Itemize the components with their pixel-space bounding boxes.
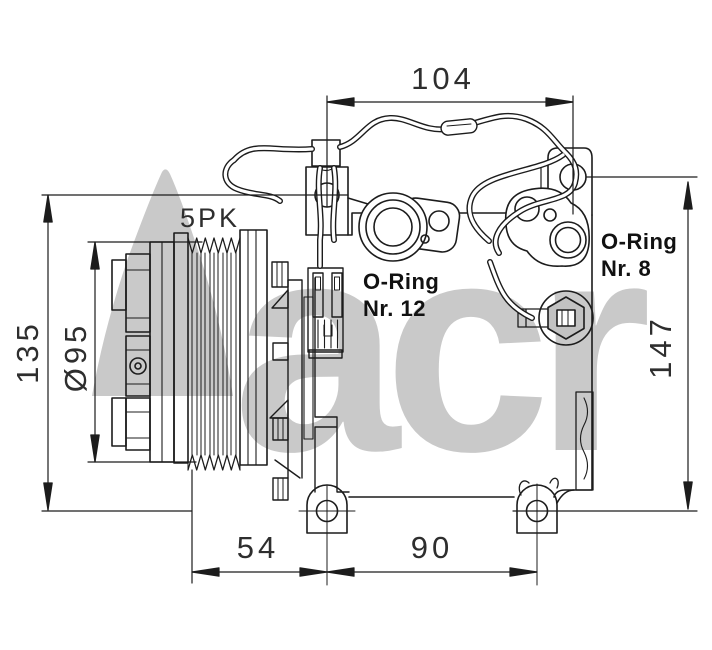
- fitting12-ring-outer: [358, 192, 428, 262]
- dim135-arrow-bottom: [43, 482, 53, 511]
- fitting12-lug-dot: [420, 234, 430, 244]
- hex-bolt-bottom: [272, 477, 289, 501]
- harness-inline-connector-line: [446, 123, 472, 127]
- dimension-104: 104: [326, 61, 574, 215]
- dim135-lines: [41, 194, 349, 512]
- dim147-text: 147: [643, 315, 678, 379]
- fitting8-hole-small: [543, 208, 557, 222]
- dimension-90: 90: [326, 530, 538, 577]
- bracket-plate-edges: [287, 277, 350, 493]
- foot-front-outline: [306, 484, 348, 534]
- dim95-arrow-top: [90, 241, 100, 270]
- oring8-label-line2: Nr. 8: [601, 256, 651, 281]
- mounting-feet: [298, 477, 559, 586]
- oring12-label-line2: Nr. 12: [363, 296, 426, 321]
- belt-type-label: 5PK: [180, 203, 240, 233]
- dimension-diameter-95: Ø95: [58, 241, 203, 463]
- hex-stem: [517, 308, 549, 328]
- belt-groove-verticals: [187, 237, 241, 471]
- dim104-arrow-left: [326, 97, 355, 107]
- ear-outline: [547, 147, 593, 216]
- fitting8-oring-outer: [549, 221, 587, 259]
- dim135-arrow-top: [43, 194, 53, 223]
- dim95-arrow-bottom: [90, 434, 100, 463]
- hub-bearing-dot: [134, 362, 142, 370]
- hex-plug-fitting: [517, 290, 594, 346]
- hex-bolt-mid: [272, 417, 289, 441]
- dim95-lines: [87, 241, 203, 463]
- bracket-tab: [272, 342, 289, 361]
- dim135-text: 135: [10, 320, 45, 384]
- fitting12-lug-hole: [428, 210, 450, 232]
- foot-front-centerlines: [298, 485, 356, 586]
- dim54-text: 54: [237, 530, 279, 565]
- port-fitting-12: [358, 192, 461, 262]
- connector-body: [307, 267, 344, 353]
- connector-comb-pins: [317, 319, 339, 349]
- dim147-arrow-top: [683, 181, 693, 210]
- hex-nut-center: [556, 309, 576, 327]
- dim104-lines: [326, 95, 574, 215]
- side-plate: [575, 391, 594, 491]
- hex-bolt-top-hatch: [276, 261, 283, 288]
- belt-groove-bottom-zigzag: [187, 454, 241, 471]
- connector-slot-left: [312, 272, 324, 318]
- body-bottom-edge: [348, 489, 575, 504]
- side-plate-wave: [579, 397, 589, 480]
- fitting8-hole-large: [514, 196, 540, 222]
- hub-bearing-cap: [129, 357, 147, 375]
- fitting12-ring-mid: [365, 199, 421, 255]
- clutch-detail-lines: [125, 269, 151, 439]
- connector-pin-right: [334, 276, 340, 291]
- hex-boss-circle: [538, 290, 594, 346]
- connector-slot-right: [331, 272, 343, 318]
- oring8-label-line1: O-Ring: [601, 229, 677, 254]
- bracket-diagonal: [274, 459, 301, 479]
- oring12-label-line1: O-Ring: [363, 269, 439, 294]
- dim104-text: 104: [411, 61, 475, 96]
- hex-nut-hatch: [561, 309, 569, 327]
- dimensions: 104 135 Ø95 147 54: [10, 61, 698, 584]
- belt-groove-top-zigzag: [187, 237, 241, 254]
- dimension-147: 147: [512, 176, 698, 512]
- fitting8-oring-inner: [554, 226, 582, 254]
- mounting-bracket: [269, 261, 350, 501]
- dim147-lines: [512, 176, 698, 512]
- clutch-block-bottom: [125, 397, 151, 451]
- hex-bolt-mid-hatch: [277, 417, 284, 441]
- wire-harness: [222, 112, 580, 321]
- callout-labels: 5PK O-Ring Nr. 12 O-Ring Nr. 8: [180, 203, 677, 321]
- dim90-arrow-right: [509, 567, 538, 577]
- dim90-text: 90: [411, 530, 453, 565]
- foot-spring-clips: [518, 477, 559, 496]
- dim54-arrow-right: [299, 567, 328, 577]
- harness-clamp: [311, 139, 341, 167]
- pulley-back-band: [239, 229, 268, 466]
- pulley-back-lines: [247, 229, 257, 466]
- electrical-connector: [307, 267, 344, 359]
- connector-base: [308, 349, 343, 359]
- hex-bolt-top: [271, 261, 289, 288]
- dimension-135: 135: [10, 194, 349, 512]
- dim104-arrow-right: [545, 97, 574, 107]
- dim54-arrow-left: [191, 567, 220, 577]
- dim90-arrow-left: [326, 567, 355, 577]
- dim95-text: Ø95: [58, 322, 93, 393]
- connector-pin-left: [315, 276, 321, 291]
- dimension-54: 54: [191, 469, 328, 584]
- clutch-front-tab-bottom: [111, 397, 127, 447]
- hex-bolt-bottom-hatch: [277, 477, 284, 501]
- gusset-top: [271, 289, 289, 309]
- harness-inline-connector: [440, 118, 478, 136]
- fitting12-ring-inner: [373, 207, 413, 247]
- foot-rear-outline: [516, 484, 558, 534]
- dim147-arrow-bottom: [683, 481, 693, 510]
